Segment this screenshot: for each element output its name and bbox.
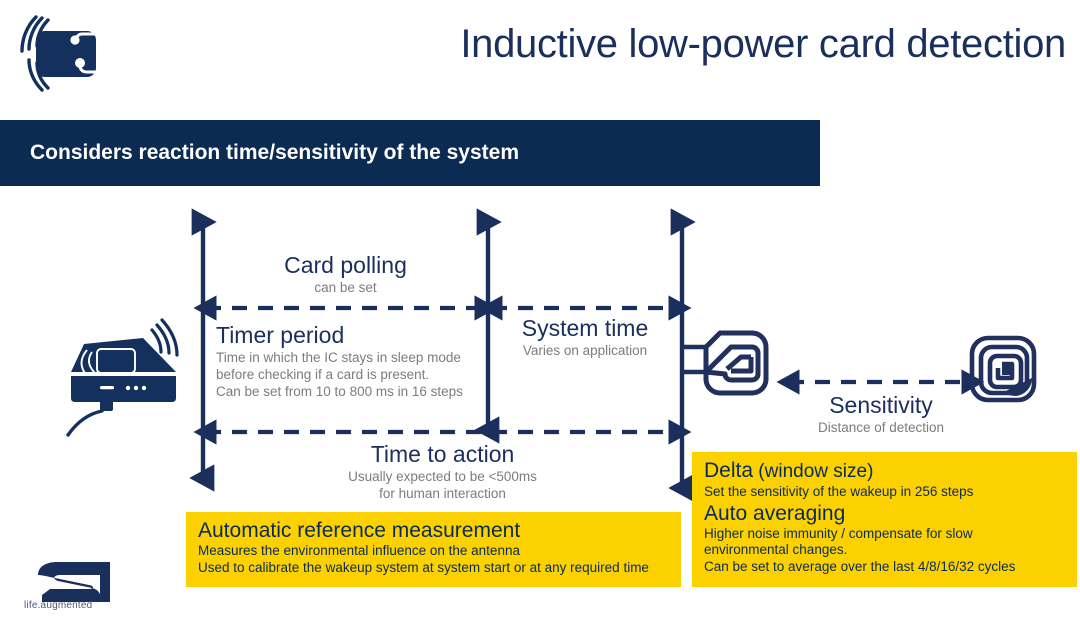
system-time-title: System time <box>521 315 649 341</box>
nfc-antenna-icon <box>703 330 769 396</box>
timer-period-line-2: before checking if a card is present. <box>216 367 430 382</box>
time-to-action-line-2: for human interaction <box>379 486 506 501</box>
callout-left-line-2: Used to calibrate the wakeup system at s… <box>198 559 649 575</box>
callout-left-title: Automatic reference measurement <box>198 519 521 542</box>
timer-period-line-3: Can be set from 10 to 800 ms in 16 steps <box>216 384 463 399</box>
label-timer-period: Timer period Time in which the IC stays … <box>216 322 463 400</box>
callout-automatic-reference-measurement: Automatic reference measurement Measures… <box>186 512 681 587</box>
st-tagline: life.augmented <box>24 600 93 611</box>
callout-right-delta-line: Set the sensitivity of the wakeup in 256… <box>704 484 974 499</box>
nfc-tag-icon <box>20 15 96 92</box>
nfc-tag-spiral-icon <box>969 335 1037 403</box>
card-reader-device-icon <box>66 318 179 437</box>
sensitivity-subtitle: Distance of detection <box>817 420 945 435</box>
st-logo <box>38 562 110 602</box>
banner-text: Considers reaction time/sensitivity of t… <box>30 141 519 164</box>
label-time-to-action: Time to action Usually expected to be <5… <box>203 441 682 502</box>
section-banner: Considers reaction time/sensitivity of t… <box>0 120 820 186</box>
callout-right-avg-line-2: environmental changes. <box>704 542 848 557</box>
time-to-action-title: Time to action <box>370 441 515 467</box>
callout-right-title-auto-averaging: Auto averaging <box>704 501 846 525</box>
page-title: Inductive low-power card detection <box>460 22 1066 66</box>
card-polling-title: Card polling <box>284 252 407 278</box>
system-time-subtitle: Varies on application <box>522 343 648 358</box>
nfc-tag-chip <box>1002 364 1013 375</box>
label-sensitivity: Sensitivity Distance of detection <box>786 392 976 436</box>
sensitivity-title: Sensitivity <box>829 392 933 418</box>
callout-delta-auto-averaging: Delta (window size) Set the sensitivity … <box>692 452 1077 587</box>
callout-right-avg-line-3: Can be set to average over the last 4/8/… <box>704 558 1016 574</box>
delta-word: Delta <box>704 459 754 482</box>
nfc-tag-corner-accent <box>1004 378 1033 396</box>
callout-right-avg-line-1: Higher noise immunity / compensate for s… <box>704 525 973 541</box>
label-system-time: System time Varies on application <box>488 315 682 359</box>
label-card-polling: Card polling can be set <box>203 252 488 296</box>
timer-period-line-1: Time in which the IC stays in sleep mode <box>216 350 461 365</box>
time-to-action-line-1: Usually expected to be <500ms <box>348 469 537 484</box>
callout-right-title-delta: Delta (window size) <box>704 458 1067 484</box>
timer-period-title: Timer period <box>216 322 345 348</box>
delta-window-size: (window size) <box>753 461 874 482</box>
card-polling-subtitle: can be set <box>314 280 377 295</box>
callout-left-line-1: Measures the environmental influence on … <box>198 543 520 558</box>
